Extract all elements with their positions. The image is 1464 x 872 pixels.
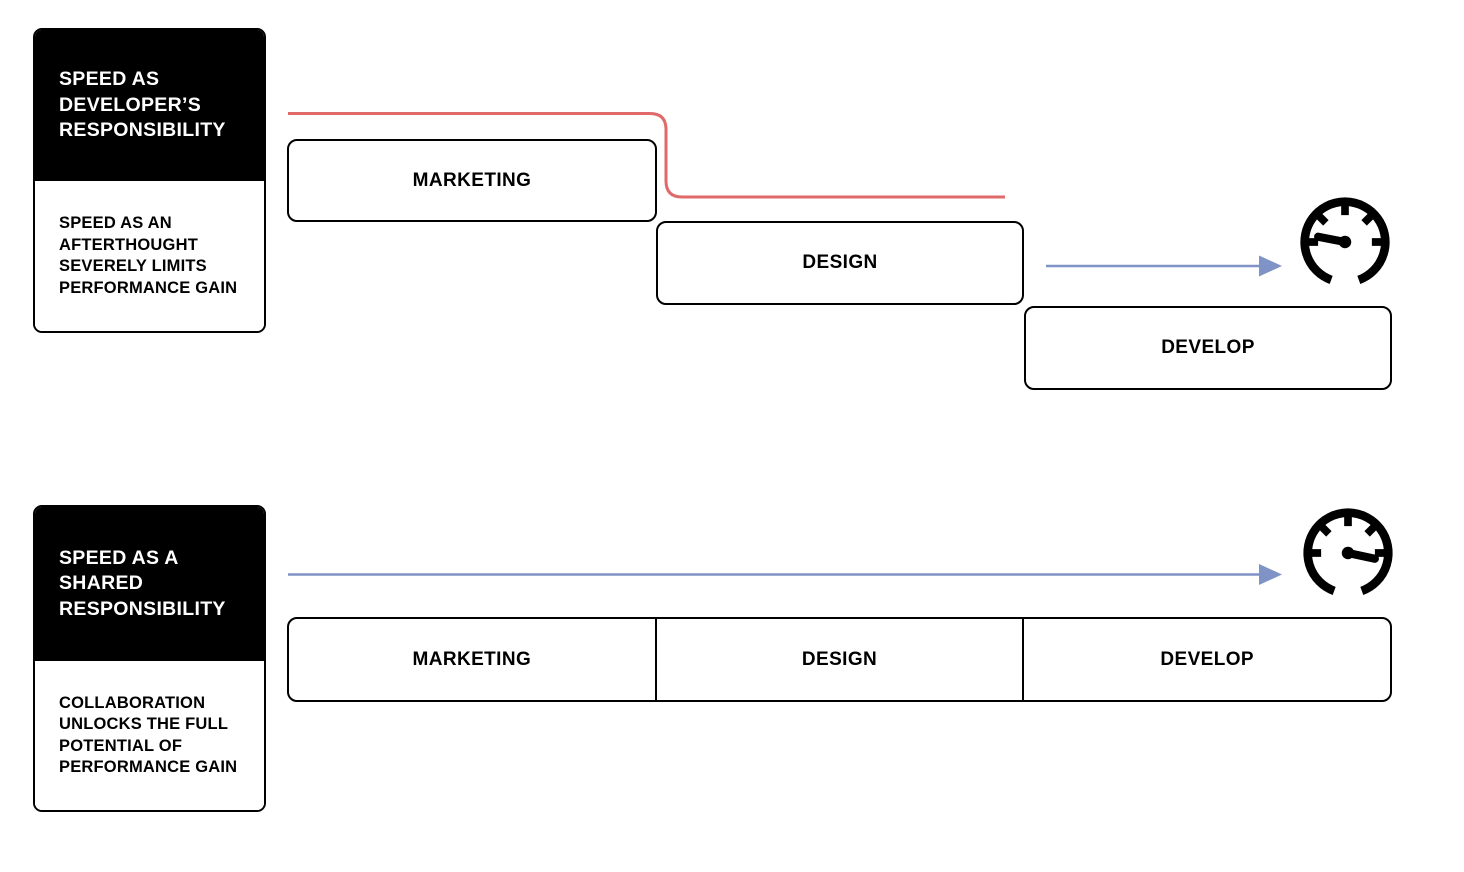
- gauge-hub: [1341, 546, 1355, 560]
- gauge-ticks: [1304, 201, 1386, 246]
- shared-info-card: SPEED AS A SHARED RESPONSIBILITY COLLABO…: [33, 505, 266, 812]
- speedometer-high-icon: [1303, 508, 1393, 595]
- stage-label: MARKETING: [412, 648, 532, 670]
- sequential-card-subtitle-panel: SPEED AS AN AFTERTHOUGHT SEVERELY LIMITS…: [35, 181, 264, 331]
- stage-label: DEVELOP: [1161, 337, 1255, 358]
- arrow-head-icon: [1259, 255, 1282, 277]
- shared-stage-row: MARKETING DESIGN DEVELOP: [287, 617, 1392, 702]
- stage-cell-marketing-shared: MARKETING: [289, 619, 655, 700]
- speed-arrow-shared: [288, 564, 1282, 585]
- stage-box-marketing-sequential: MARKETING: [287, 139, 657, 222]
- sequential-card-subtitle: SPEED AS AN AFTERTHOUGHT SEVERELY LIMITS…: [59, 214, 238, 297]
- stage-cell-develop-shared: DEVELOP: [1022, 619, 1390, 700]
- gauge-hub: [1338, 235, 1352, 249]
- stage-cell-design-shared: DESIGN: [654, 619, 1023, 700]
- sequential-card-title: SPEED AS DEVELOPER’S RESPONSIBILITY: [59, 68, 226, 142]
- stage-label: DESIGN: [801, 648, 878, 670]
- shared-card-title: SPEED AS A SHARED RESPONSIBILITY: [59, 546, 226, 620]
- sequential-info-card: SPEED AS DEVELOPER’S RESPONSIBILITY SPEE…: [33, 28, 266, 333]
- speed-arrow-sequential: [1046, 255, 1282, 277]
- shared-card-subtitle: COLLABORATION UNLOCKS THE FULL POTENTIAL…: [59, 693, 238, 777]
- stage-label: MARKETING: [412, 169, 532, 191]
- stage-label: DESIGN: [802, 252, 878, 273]
- gauge-ticks: [1307, 512, 1389, 557]
- stage-label: DEVELOP: [1160, 648, 1254, 670]
- shared-card-title-panel: SPEED AS A SHARED RESPONSIBILITY: [35, 507, 264, 661]
- sequential-card-title-panel: SPEED AS DEVELOPER’S RESPONSIBILITY: [35, 30, 264, 181]
- arrow-head-icon: [1259, 564, 1282, 585]
- stage-box-design-sequential: DESIGN: [656, 221, 1024, 305]
- shared-card-subtitle-panel: COLLABORATION UNLOCKS THE FULL POTENTIAL…: [35, 661, 264, 810]
- speedometer-low-icon: [1300, 197, 1390, 284]
- stage-box-develop-sequential: DEVELOP: [1024, 306, 1392, 390]
